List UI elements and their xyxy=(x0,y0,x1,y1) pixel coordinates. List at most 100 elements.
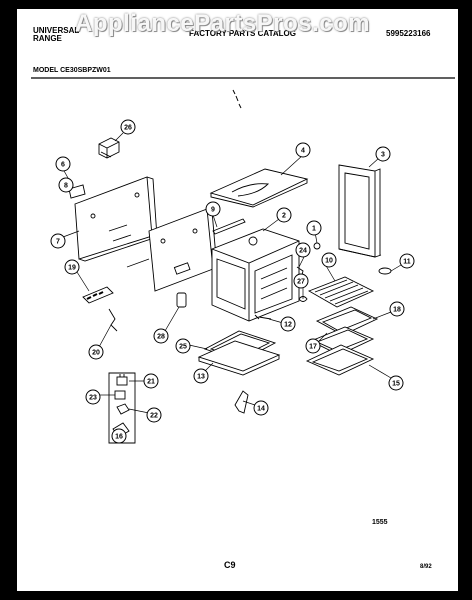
callout-number: 15 xyxy=(392,381,400,388)
callout-number: 22 xyxy=(150,413,158,420)
exploded-parts-diagram: 2667894321241011192028271812172513151421… xyxy=(31,77,455,444)
callout-circle xyxy=(321,252,337,268)
callout-15: 15 xyxy=(388,375,404,391)
callout-10: 10 xyxy=(321,252,337,268)
callout-circle xyxy=(120,119,136,135)
callout-21: 21 xyxy=(143,373,159,389)
callout-18: 18 xyxy=(389,301,405,317)
callout-circle xyxy=(295,242,311,258)
callout-number: 23 xyxy=(89,395,97,402)
catalog-sheet: UNIVERSAL RANGE FACTORY PARTS CATALOG 59… xyxy=(17,9,458,591)
brand-line-1: UNIVERSAL xyxy=(33,26,80,35)
callout-6: 6 xyxy=(55,156,71,172)
callout-circle xyxy=(205,201,221,217)
page-code: C9 xyxy=(224,560,236,570)
callout-22: 22 xyxy=(146,407,162,423)
callout-circle xyxy=(175,338,191,354)
callout-circle xyxy=(143,373,159,389)
callout-12: 12 xyxy=(280,316,296,332)
callout-circle xyxy=(50,233,66,249)
callout-circle xyxy=(111,428,127,444)
part-18-rack xyxy=(315,306,379,336)
callout-circle xyxy=(293,273,309,289)
callout-number: 7 xyxy=(56,239,60,246)
switch-group-box xyxy=(108,372,136,444)
callout-number: 14 xyxy=(257,406,265,413)
callout-9: 9 xyxy=(205,201,221,217)
drawing-number: 1555 xyxy=(372,519,388,526)
part-1-screw xyxy=(313,242,321,250)
callout-circle xyxy=(146,407,162,423)
callout-28: 28 xyxy=(153,328,169,344)
callout-number: 24 xyxy=(299,248,307,255)
callout-27: 27 xyxy=(293,273,309,289)
callout-circle xyxy=(295,142,311,158)
callout-number: 4 xyxy=(301,148,305,155)
callout-17: 17 xyxy=(305,338,321,354)
catalog-title: FACTORY PARTS CATALOG xyxy=(189,29,296,38)
callout-circle xyxy=(306,220,322,236)
callout-circle xyxy=(276,207,292,223)
callout-number: 25 xyxy=(179,344,187,351)
part-2-oven-body xyxy=(211,228,300,322)
callout-circle xyxy=(305,338,321,354)
part-22-switch xyxy=(116,403,130,415)
callout-11: 11 xyxy=(399,253,415,269)
part-7-rear-panel xyxy=(74,176,158,262)
callout-number: 6 xyxy=(61,162,65,169)
callout-number: 10 xyxy=(325,258,333,265)
callout-number: 13 xyxy=(197,374,205,381)
print-date: 8/92 xyxy=(420,564,432,570)
part-21-switch xyxy=(116,374,128,386)
part-8-plate xyxy=(68,184,86,199)
callout-circle xyxy=(399,253,415,269)
callout-circle xyxy=(85,389,101,405)
callout-circle xyxy=(253,400,269,416)
callout-circle xyxy=(388,375,404,391)
catalog-number: 5995223166 xyxy=(386,29,431,38)
callout-number: 18 xyxy=(393,307,401,314)
callout-circle xyxy=(153,328,169,344)
callout-number: 27 xyxy=(297,279,305,286)
part-26-bracket xyxy=(98,137,120,159)
callout-number: 16 xyxy=(115,434,123,441)
stray-marks xyxy=(232,89,242,109)
watermark-logo: AppliancePartsPros.com xyxy=(75,10,371,37)
part-4-cooktop xyxy=(209,168,309,208)
part-13-drawer-base xyxy=(197,340,281,376)
callout-2: 2 xyxy=(276,207,292,223)
callout-circle xyxy=(389,301,405,317)
part-27-clip xyxy=(298,296,308,302)
part-9-strip xyxy=(212,218,246,235)
callout-circle xyxy=(64,259,80,275)
callout-13: 13 xyxy=(193,368,209,384)
callout-4: 4 xyxy=(295,142,311,158)
callout-number: 9 xyxy=(211,207,215,214)
brand-line-2: RANGE xyxy=(33,34,62,43)
callout-circle xyxy=(375,146,391,162)
callout-8: 8 xyxy=(58,177,74,193)
callout-19: 19 xyxy=(64,259,80,275)
part-3-door-frame xyxy=(338,164,382,258)
part-19-terminal-block xyxy=(82,286,114,304)
callout-circle xyxy=(88,344,104,360)
callout-circle xyxy=(58,177,74,193)
callout-16: 16 xyxy=(111,428,127,444)
callout-number: 8 xyxy=(64,183,68,190)
callout-7: 7 xyxy=(50,233,66,249)
callout-1: 1 xyxy=(306,220,322,236)
part-12-pin xyxy=(254,314,272,320)
callout-number: 12 xyxy=(284,322,292,329)
callout-3: 3 xyxy=(375,146,391,162)
callout-circle xyxy=(55,156,71,172)
callout-23: 23 xyxy=(85,389,101,405)
callout-circle xyxy=(193,368,209,384)
callout-14: 14 xyxy=(253,400,269,416)
part-15-pan xyxy=(305,344,375,376)
callout-circle xyxy=(280,316,296,332)
part-23-switch xyxy=(114,390,126,400)
callout-number: 1 xyxy=(312,226,316,233)
part-10-broil-grid xyxy=(307,276,375,308)
callout-number: 19 xyxy=(68,265,76,272)
